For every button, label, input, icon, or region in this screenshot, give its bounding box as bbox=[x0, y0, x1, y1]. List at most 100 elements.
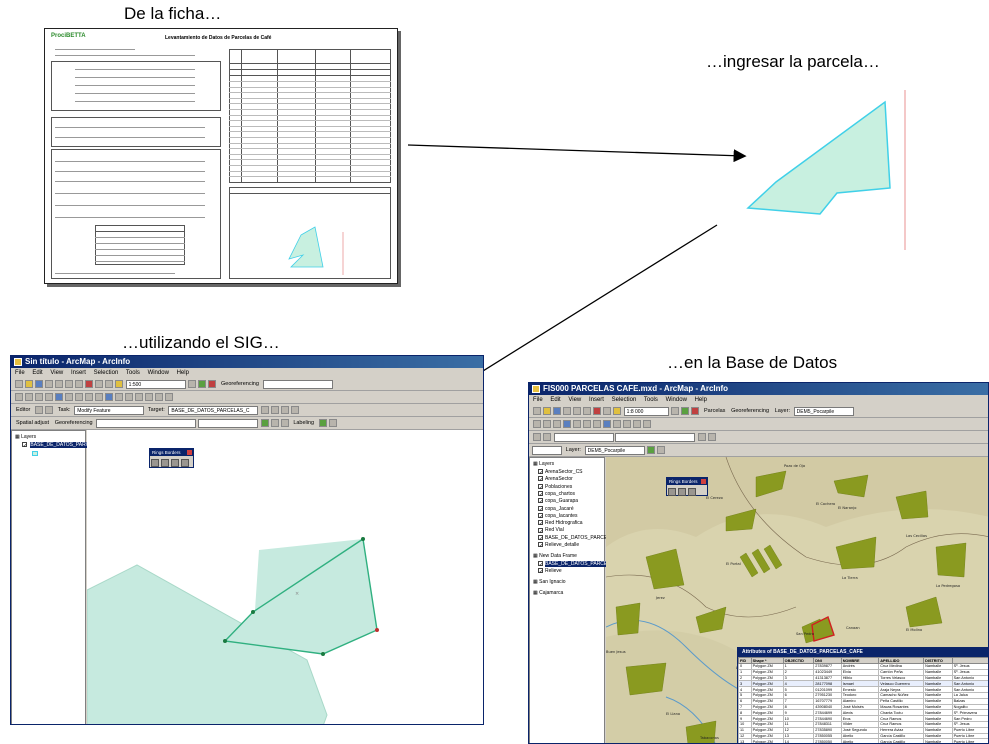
table-cell[interactable]: García Castillo bbox=[878, 738, 925, 743]
toc-group-san-ignacio[interactable]: ▦ San Ignacio bbox=[533, 579, 566, 586]
error-inspector-icon[interactable] bbox=[280, 419, 289, 427]
table-cell[interactable]: Puerto Libre bbox=[951, 738, 988, 743]
sig-floating-toolbar[interactable]: Rings Borders bbox=[149, 448, 194, 468]
sketch-tool-icon[interactable] bbox=[45, 406, 54, 414]
draw-shape-icon[interactable] bbox=[155, 393, 163, 401]
bd-scale-field[interactable]: 1:8 000 bbox=[623, 407, 669, 416]
georef-layer-field[interactable] bbox=[262, 380, 333, 389]
bd-georeferencing-menu[interactable]: Georeferencing bbox=[731, 408, 770, 414]
table-cell[interactable]: Polygon ZM bbox=[750, 732, 784, 740]
bd-full-extent-icon[interactable] bbox=[563, 420, 571, 428]
table-cell[interactable]: Sº. Jesus bbox=[951, 720, 988, 728]
table-cell[interactable]: Polygon ZM bbox=[750, 720, 784, 728]
bd-task-field[interactable] bbox=[553, 433, 614, 442]
layer-field[interactable] bbox=[96, 419, 197, 428]
bd-menu-tools[interactable]: Tools bbox=[643, 397, 658, 403]
table-cell[interactable]: 28177098 bbox=[813, 680, 842, 688]
new-icon[interactable] bbox=[15, 380, 23, 388]
table-cell[interactable]: Polygon ZM bbox=[750, 703, 784, 711]
layer-checkbox[interactable]: ✓ bbox=[538, 527, 544, 535]
table-cell[interactable]: Polygon ZM bbox=[750, 692, 784, 699]
scale-field[interactable]: 1:500 bbox=[125, 380, 186, 389]
table-cell[interactable]: Namballe bbox=[923, 674, 953, 682]
bd-layer-field[interactable]: DEM5_Pocarpile bbox=[793, 407, 854, 416]
toc-layer-item[interactable]: copa_Iacantes bbox=[545, 512, 578, 519]
toc-layer-item[interactable]: Relieve bbox=[545, 567, 562, 574]
find-icon[interactable] bbox=[115, 393, 123, 401]
bd-rotate-icon[interactable] bbox=[708, 433, 717, 441]
bd-open-icon[interactable] bbox=[543, 407, 551, 415]
georeferencing-menu-2[interactable]: Georeferencing bbox=[54, 420, 93, 426]
table-cell[interactable]: 43908040 bbox=[813, 703, 842, 711]
toc-layer-item[interactable]: copa_Guarapa bbox=[545, 498, 579, 505]
draw-line-icon[interactable] bbox=[145, 393, 153, 401]
toc-layer-item[interactable]: copa_chartos bbox=[545, 490, 576, 497]
table-cell[interactable]: Polygon ZM bbox=[750, 715, 784, 722]
toc-layer-item[interactable]: Red Vial bbox=[545, 527, 564, 534]
sig-titlebar[interactable]: Sin título - ArcMap - ArcInfo bbox=[11, 356, 483, 368]
table-cell[interactable]: Namballe bbox=[923, 720, 953, 728]
attributes-table-window[interactable]: Attributes of BASE_DE_DATOS_PARCELAS_CAF… bbox=[737, 647, 988, 743]
layer-checkbox[interactable]: ✓ bbox=[538, 469, 544, 477]
column-header[interactable]: DISTRITO bbox=[923, 657, 953, 664]
table-cell[interactable]: Namballe bbox=[923, 738, 953, 743]
table-cell[interactable]: Polygon ZM bbox=[750, 686, 784, 693]
sig-window[interactable]: Sin título - ArcMap - ArcInfo File Edit … bbox=[10, 355, 484, 725]
layer-checkbox[interactable]: ✓ bbox=[538, 568, 544, 576]
parcelas-button[interactable]: Parcelas bbox=[704, 408, 726, 414]
table-cell[interactable]: Namballe bbox=[923, 663, 953, 670]
table-cell[interactable]: 27844690 bbox=[813, 715, 842, 722]
table-cell[interactable]: 27951230 bbox=[813, 692, 842, 699]
layer-checkbox[interactable]: ✓ bbox=[538, 560, 544, 568]
layer-checkbox[interactable]: ✓ bbox=[538, 534, 544, 542]
table-cell[interactable]: Namballe bbox=[923, 703, 953, 711]
bd-menu-selection[interactable]: Selection bbox=[611, 397, 637, 403]
table-cell[interactable]: 27835890 bbox=[813, 726, 842, 734]
bd-zoom-out-icon[interactable] bbox=[543, 420, 551, 428]
bd-zoom-in-icon[interactable] bbox=[533, 420, 541, 428]
bd-target-field[interactable] bbox=[615, 433, 696, 442]
sig-map-canvas[interactable]: × bbox=[87, 430, 484, 725]
bd-editor-icon[interactable] bbox=[671, 407, 680, 415]
measure-icon[interactable] bbox=[125, 393, 133, 401]
table-cell[interactable]: Polygon ZM bbox=[750, 726, 784, 734]
table-cell[interactable]: San Antonio bbox=[951, 680, 988, 688]
toc-group-cajamarca[interactable]: ▦ Cajamarca bbox=[533, 590, 564, 597]
rotate-icon[interactable] bbox=[271, 406, 280, 414]
bd-tool-a-icon[interactable] bbox=[668, 488, 676, 496]
bd-forward-icon[interactable] bbox=[583, 420, 591, 428]
bd-tool-b-icon[interactable] bbox=[678, 488, 686, 496]
identify-icon[interactable] bbox=[105, 393, 113, 401]
bd-pan-icon[interactable] bbox=[553, 420, 561, 428]
table-cell[interactable]: Polygon ZM bbox=[750, 668, 784, 676]
fixed-zoom-icon[interactable] bbox=[35, 393, 43, 401]
table-cell[interactable]: 41313877 bbox=[813, 674, 842, 682]
bd-menu-view[interactable]: View bbox=[568, 397, 582, 403]
table-cell[interactable]: Polygon ZM bbox=[750, 697, 784, 705]
task-field[interactable]: Modify Feature bbox=[74, 406, 145, 415]
open-icon[interactable] bbox=[25, 380, 33, 388]
validate-icon[interactable] bbox=[270, 419, 279, 427]
bd-titlebar[interactable]: FIS000 PARCELAS CAFE.mxd - ArcMap - ArcI… bbox=[529, 383, 988, 395]
bd-new-icon[interactable] bbox=[533, 407, 541, 415]
toc-layer-item[interactable]: copa_Jacaré bbox=[545, 505, 574, 512]
split-icon[interactable] bbox=[261, 406, 270, 414]
select-features-icon[interactable] bbox=[85, 393, 93, 401]
bd-undo-icon[interactable] bbox=[603, 407, 611, 415]
column-header[interactable] bbox=[951, 657, 988, 664]
table-cell[interactable]: La Jalca bbox=[951, 692, 988, 699]
layer-checkbox[interactable]: ✓ bbox=[538, 505, 544, 513]
editor-toolbar-icon[interactable] bbox=[188, 380, 197, 388]
table-cell[interactable]: Namballe bbox=[923, 668, 953, 676]
save-icon[interactable] bbox=[35, 380, 43, 388]
table-cell[interactable]: Namballe bbox=[923, 715, 953, 722]
forward-icon[interactable] bbox=[75, 393, 83, 401]
bd-floating-toolbar[interactable]: Rings Borders bbox=[666, 477, 708, 496]
table-cell[interactable]: 27839877 bbox=[813, 663, 842, 670]
table-cell[interactable]: 01201099 bbox=[813, 686, 842, 693]
